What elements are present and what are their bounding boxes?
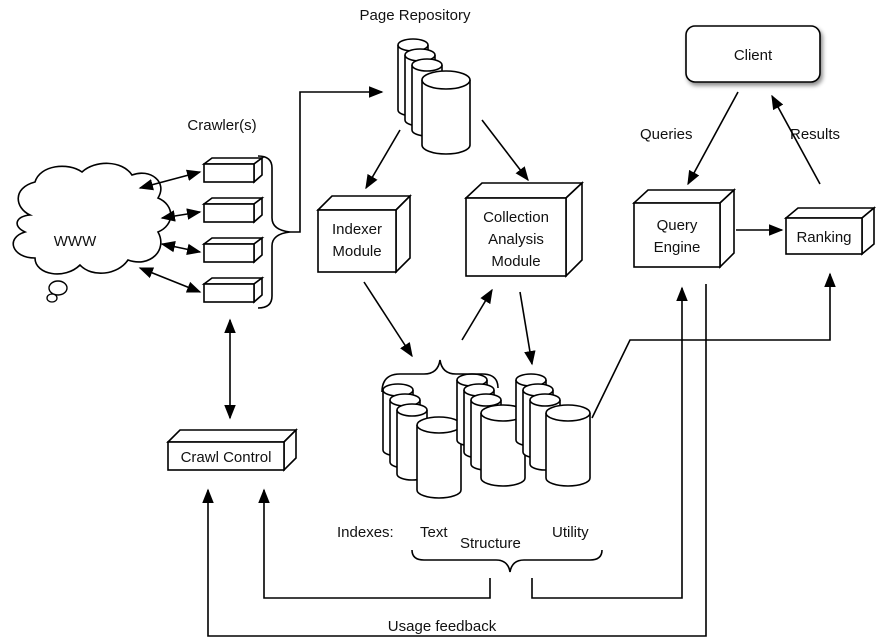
crawler-to-repository-arrow — [290, 86, 384, 233]
collection-to-utility-arrow — [519, 291, 536, 366]
repository-to-indexer-arrow — [365, 129, 401, 190]
text-index-cylinders — [382, 383, 462, 499]
indexer-to-indexes-arrow — [363, 281, 413, 358]
www-crawler-arrow — [138, 267, 202, 293]
indexes-bottom-brace — [411, 549, 603, 573]
indexer-module-box: Indexer Module — [316, 194, 412, 274]
cylinder — [545, 404, 591, 487]
client-label: Client — [734, 47, 773, 64]
indexes-to-ranking-arrow — [591, 272, 836, 419]
usage-feedback-arrow — [202, 284, 707, 637]
collection-analysis-module-box: Collection Analysis Module — [463, 181, 585, 278]
query-engine-label-line1: Query — [657, 217, 698, 234]
collection-label-line2: Analysis — [488, 231, 544, 248]
ranking-label: Ranking — [796, 229, 851, 246]
indexes-to-query-engine-arrow — [531, 286, 688, 599]
utility-index-label: Utility — [552, 524, 589, 541]
cylinder — [416, 416, 462, 499]
www-crawler-arrow — [160, 241, 202, 255]
crawl-control-box: Crawl Control — [166, 428, 298, 472]
ranking-box: Ranking — [783, 206, 876, 256]
cylinder — [421, 70, 471, 155]
client-box: Client — [685, 25, 821, 83]
indexer-label-line2: Module — [332, 243, 381, 260]
indexes-to-collection-arrow — [461, 288, 493, 341]
structure-index-label: Structure — [460, 535, 521, 552]
query-engine-label-line2: Engine — [654, 239, 701, 256]
cylinder — [480, 404, 526, 487]
text-index-label: Text — [420, 524, 448, 541]
crawler-box — [201, 156, 265, 184]
client-to-query-engine-arrow — [687, 91, 739, 186]
indexes-label: Indexes: — [337, 524, 394, 541]
repository-to-collection-arrow — [481, 119, 529, 182]
results-label: Results — [790, 126, 840, 143]
www-cloud: WWW — [12, 162, 172, 303]
www-label: WWW — [54, 233, 97, 250]
collection-label-line1: Collection — [483, 209, 549, 226]
crawler-box — [201, 276, 265, 304]
crawlers-label: Crawler(s) — [187, 117, 256, 134]
ranking-to-client-arrow — [771, 94, 821, 185]
crawler-box — [201, 196, 265, 224]
www-crawler-arrow — [160, 208, 202, 222]
query-engine-box: Query Engine — [631, 188, 737, 269]
usage-feedback-label: Usage feedback — [388, 618, 497, 635]
crawl-control-label: Crawl Control — [181, 449, 272, 466]
page-repository-label: Page Repository — [360, 7, 471, 24]
page-repository-cylinders — [397, 38, 471, 155]
www-crawler-arrow — [138, 169, 202, 191]
utility-index-cylinders — [515, 373, 591, 487]
indexes-top-brace — [381, 359, 499, 393]
queries-label: Queries — [640, 126, 693, 143]
crawler-box — [201, 236, 265, 264]
indexer-label-line1: Indexer — [332, 221, 382, 238]
indexes-to-crawl-control-arrow — [258, 488, 491, 599]
structure-index-cylinders — [456, 373, 526, 487]
collection-label-line3: Module — [491, 253, 540, 270]
